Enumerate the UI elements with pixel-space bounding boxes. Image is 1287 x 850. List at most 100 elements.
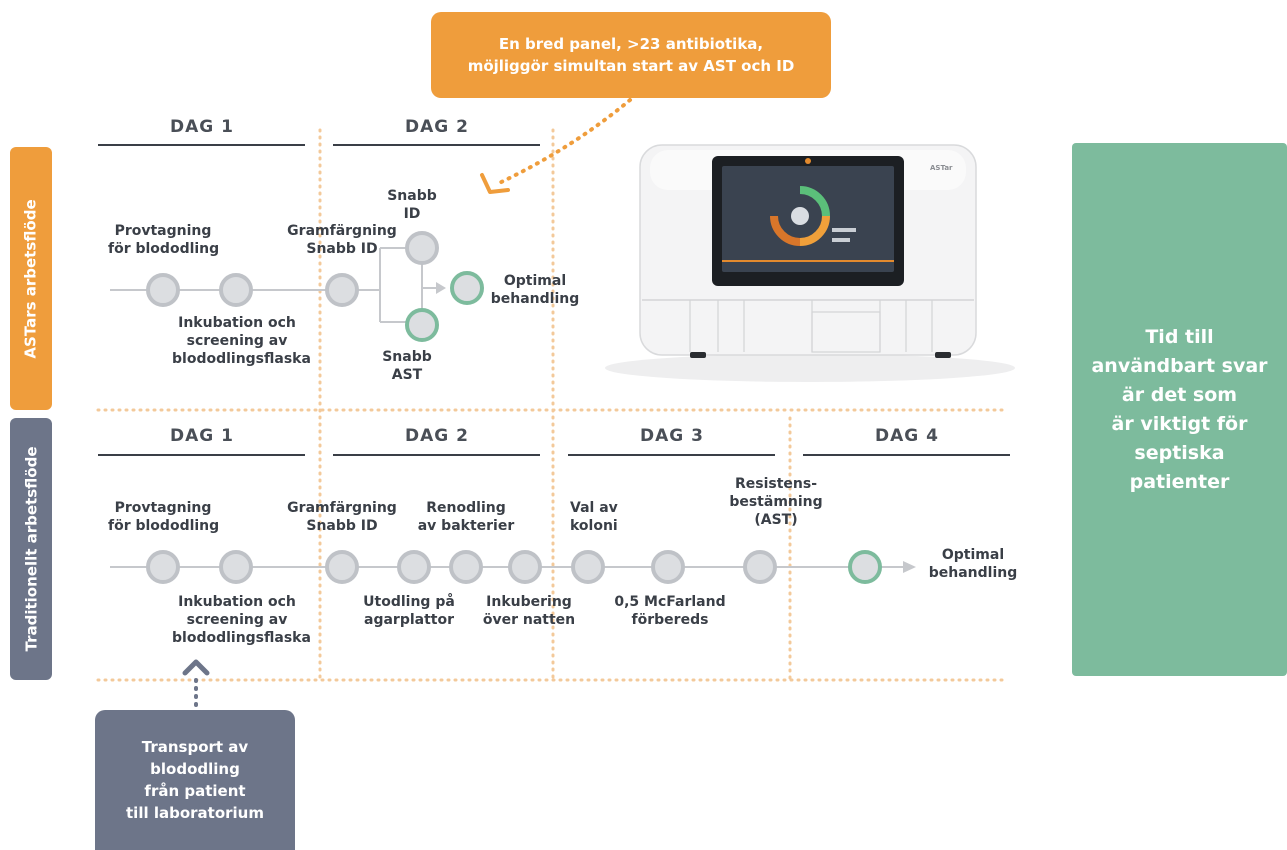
node-trad-provtagning [146, 550, 180, 584]
astar-label-snabb-ast-line-2: AST [391, 367, 423, 383]
time-to-answer-panel: Tid till användbart svar är det som är v… [1072, 143, 1287, 676]
trad-label-resistens-line-1: Resistens- [734, 476, 818, 492]
trad-label-inkubering-line-2: över natten [482, 612, 576, 628]
callout-broad-panel-line-2: möjliggör simultan start av AST och ID [467, 57, 795, 75]
trad-label-mcfarland-line-2: förbereds [631, 612, 709, 628]
trad-label-gramfargning-line-1: Gramfärgning [287, 500, 397, 516]
trad-label-mcfarland: 0,5 McFarland förbereds [610, 593, 730, 629]
callout-broad-panel: En bred panel, >23 antibiotika, möjliggö… [431, 12, 831, 98]
callout-transport-line-3: från patient [144, 782, 246, 800]
trad-label-renodling-line-2: av bakterier [417, 518, 515, 534]
astar-day-2: DAG 2 [405, 117, 469, 137]
trad-label-renodling: Renodling av bakterier [413, 499, 519, 535]
trad-label-provtagning-line-1: Provtagning [114, 500, 212, 516]
astar-label-snabb-id-line-1: Snabb [387, 188, 437, 204]
trad-label-gramfargning-line-2: Snabb ID [306, 518, 378, 534]
astar-label-optimal: Optimal behandling [490, 272, 580, 308]
trad-label-provtagning-line-2: för blododling [108, 518, 220, 534]
node-trad-resistens [743, 550, 777, 584]
node-astar-inkubation [219, 273, 253, 307]
node-astar-provtagning [146, 273, 180, 307]
node-trad-inkubering [508, 550, 542, 584]
astar-instrument-image [605, 144, 1015, 382]
astar-label-optimal-line-2: behandling [490, 291, 580, 307]
trad-label-provtagning: Provtagning för blododling [108, 499, 220, 535]
callout-transport-line-1: Transport av [141, 738, 249, 756]
traditional-workflow-side-label-text: Traditionellt arbetsflöde [22, 446, 40, 652]
callout-arrowhead [480, 173, 510, 194]
callout-transport: Transport av blododling från patient til… [95, 710, 295, 850]
astar-label-provtagning-line-1: Provtagning [114, 223, 212, 239]
astar-label-provtagning: Provtagning för blododling [108, 222, 220, 258]
node-trad-inkubation [219, 550, 253, 584]
trad-label-optimal-line-2: behandling [928, 565, 1018, 581]
trad-label-utodling-line-2: agarplattor [364, 612, 454, 628]
node-trad-val-av-koloni [571, 550, 605, 584]
astar-label-gramfargning-line-2: Snabb ID [306, 241, 378, 257]
node-trad-gramfargning [325, 550, 359, 584]
callout-dotted-arrow [493, 98, 632, 187]
callout-transport-line-2: blododling [150, 760, 240, 778]
astar-branch-lines [379, 247, 438, 323]
astar-label-snabb-id-line-2: ID [403, 206, 421, 222]
astar-workflow-side-label-text: ASTars arbetsflöde [22, 198, 40, 359]
astar-label-gramfargning: Gramfärgning Snabb ID [283, 222, 401, 258]
trad-label-val-av-koloni-line-2: koloni [570, 518, 618, 534]
trad-label-utodling-line-1: Utodling på [363, 594, 455, 610]
node-trad-mcfarland [651, 550, 685, 584]
callout-broad-panel-line-1: En bred panel, >23 antibiotika, [498, 35, 764, 53]
node-trad-renodling [449, 550, 483, 584]
node-astar-snabb-id [405, 231, 439, 265]
transport-chevron-icon [182, 659, 210, 676]
node-astar-optimal [450, 271, 484, 305]
trad-label-optimal-line-1: Optimal [941, 547, 1005, 563]
time-to-answer-line-2: användbart svar [1091, 354, 1268, 377]
callout-transport-line-4: till laboratorium [126, 804, 264, 822]
trad-label-resistens-line-3: (AST) [754, 512, 798, 528]
trad-label-mcfarland-line-1: 0,5 McFarland [614, 594, 726, 610]
trad-day-2: DAG 2 [405, 426, 469, 446]
time-to-answer-line-6: patienter [1129, 470, 1230, 493]
astar-label-inkubation: Inkubation och screening av blododlingsf… [172, 314, 311, 368]
trad-label-inkubering-line-1: Inkubering [486, 594, 572, 610]
trad-label-optimal: Optimal behandling [928, 546, 1018, 582]
astar-label-snabb-id: Snabb ID [382, 187, 442, 223]
astar-label-gramfargning-line-1: Gramfärgning [287, 223, 397, 239]
astar-label-inkubation-line-1: Inkubation och [178, 315, 296, 331]
traditional-workflow-side-label: Traditionellt arbetsflöde [10, 418, 52, 680]
time-to-answer-line-4: är viktigt för [1111, 412, 1248, 435]
trad-label-gramfargning: Gramfärgning Snabb ID [283, 499, 401, 535]
node-astar-gramfargning [325, 273, 359, 307]
node-astar-snabb-ast [405, 308, 439, 342]
traditional-flow-arrowhead [903, 561, 916, 573]
trad-label-inkubation-line-3: blododlingsflaska [172, 630, 311, 646]
trad-label-inkubation-line-2: screening av [186, 612, 288, 628]
astar-day-1: DAG 1 [170, 117, 234, 137]
trad-day-1: DAG 1 [170, 426, 234, 446]
trad-label-utodling: Utodling på agarplattor [356, 593, 462, 629]
astar-branch-arrowhead [436, 282, 446, 294]
astar-label-snabb-ast: Snabb AST [377, 348, 437, 384]
time-to-answer-line-1: Tid till [1145, 325, 1214, 348]
time-to-answer-line-5: septiska [1134, 441, 1225, 464]
instrument-brand-label: ASTar [930, 164, 953, 172]
astar-label-inkubation-line-2: screening av [186, 333, 288, 349]
time-to-answer-line-3: är det som [1121, 383, 1238, 406]
trad-label-inkubation-line-1: Inkubation och [178, 594, 296, 610]
astar-workflow-side-label: ASTars arbetsflöde [10, 147, 52, 410]
astar-label-provtagning-line-2: för blododling [108, 241, 220, 257]
node-trad-optimal [848, 550, 882, 584]
trad-day-3: DAG 3 [640, 426, 704, 446]
astar-label-optimal-line-1: Optimal [503, 273, 567, 289]
trad-label-inkubation: Inkubation och screening av blododlingsf… [172, 593, 311, 647]
trad-label-val-av-koloni-line-1: Val av [570, 500, 618, 516]
trad-label-resistens: Resistens- bestämning (AST) [716, 475, 836, 529]
trad-day-4: DAG 4 [875, 426, 939, 446]
trad-label-val-av-koloni: Val av koloni [570, 499, 640, 535]
astar-label-snabb-ast-line-1: Snabb [382, 349, 432, 365]
trad-label-inkubering: Inkubering över natten [481, 593, 577, 629]
node-trad-utodling [397, 550, 431, 584]
astar-label-inkubation-line-3: blododlingsflaska [172, 351, 311, 367]
trad-label-renodling-line-1: Renodling [426, 500, 506, 516]
